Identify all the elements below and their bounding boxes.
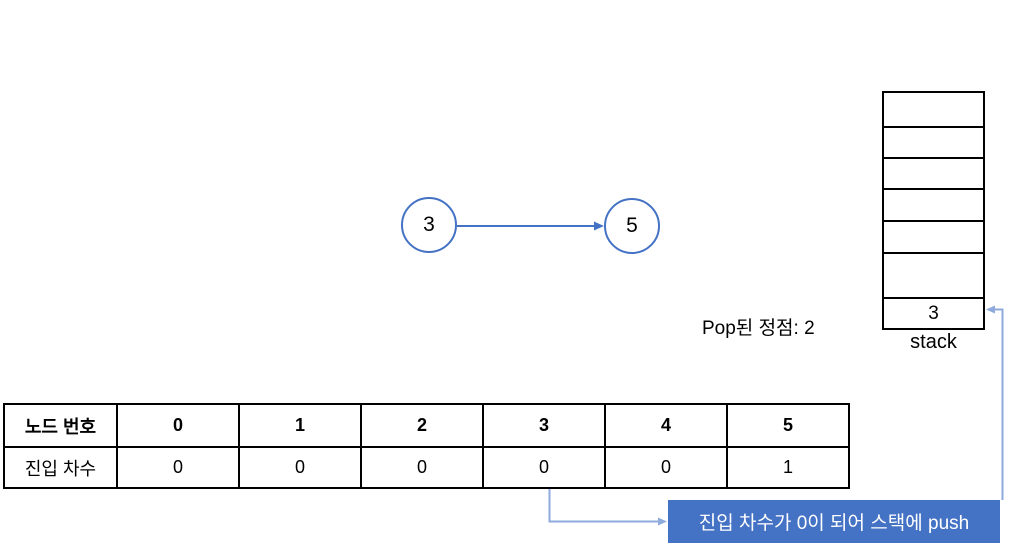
in-degree-cell: 0 bbox=[238, 446, 362, 489]
stack-diagram: 3 bbox=[882, 91, 985, 330]
graph-node-3: 3 bbox=[401, 197, 457, 253]
stack-cell bbox=[884, 93, 983, 126]
row-header-node-number: 노드 번호 bbox=[3, 403, 118, 448]
graph-node-5: 5 bbox=[604, 198, 660, 254]
in-degree-cell: 1 bbox=[726, 446, 850, 489]
table-row-in-degree: 진입 차수 0 0 0 0 0 1 bbox=[3, 446, 850, 489]
stack-cell bbox=[884, 126, 983, 157]
graph-node-3-label: 3 bbox=[423, 213, 435, 236]
node-number-cell: 0 bbox=[116, 403, 240, 448]
edge-arrow-3-to-5 bbox=[457, 221, 604, 231]
in-degree-cell: 0 bbox=[360, 446, 484, 489]
stack-cell bbox=[884, 252, 983, 297]
in-degree-table: 노드 번호 0 1 2 3 4 5 진입 차수 0 0 0 0 0 1 bbox=[3, 403, 850, 489]
stack-cell bbox=[884, 188, 983, 220]
connector-table-to-callout bbox=[548, 489, 667, 526]
stack-caption: stack bbox=[910, 331, 957, 353]
stack-cell bbox=[884, 220, 983, 252]
stack-cell bbox=[884, 157, 983, 188]
table-row-node-number: 노드 번호 0 1 2 3 4 5 bbox=[3, 403, 850, 448]
graph-node-5-label: 5 bbox=[626, 214, 638, 237]
node-number-cell: 4 bbox=[604, 403, 728, 448]
node-number-cell: 1 bbox=[238, 403, 362, 448]
in-degree-cell: 0 bbox=[116, 446, 240, 489]
popped-vertex-status: Pop된 정점: 2 bbox=[702, 318, 815, 339]
row-header-in-degree: 진입 차수 bbox=[3, 446, 118, 489]
stack-cell-top-value: 3 bbox=[884, 297, 983, 328]
node-number-cell: 5 bbox=[726, 403, 850, 448]
node-number-cell: 2 bbox=[360, 403, 484, 448]
connector-callout-to-stack bbox=[986, 305, 1004, 500]
push-callout-box: 진입 차수가 0이 되어 스택에 push bbox=[668, 500, 1000, 543]
in-degree-cell: 0 bbox=[482, 446, 606, 489]
in-degree-cell: 0 bbox=[604, 446, 728, 489]
push-callout-text: 진입 차수가 0이 되어 스택에 push bbox=[698, 513, 970, 534]
node-number-cell: 3 bbox=[482, 403, 606, 448]
